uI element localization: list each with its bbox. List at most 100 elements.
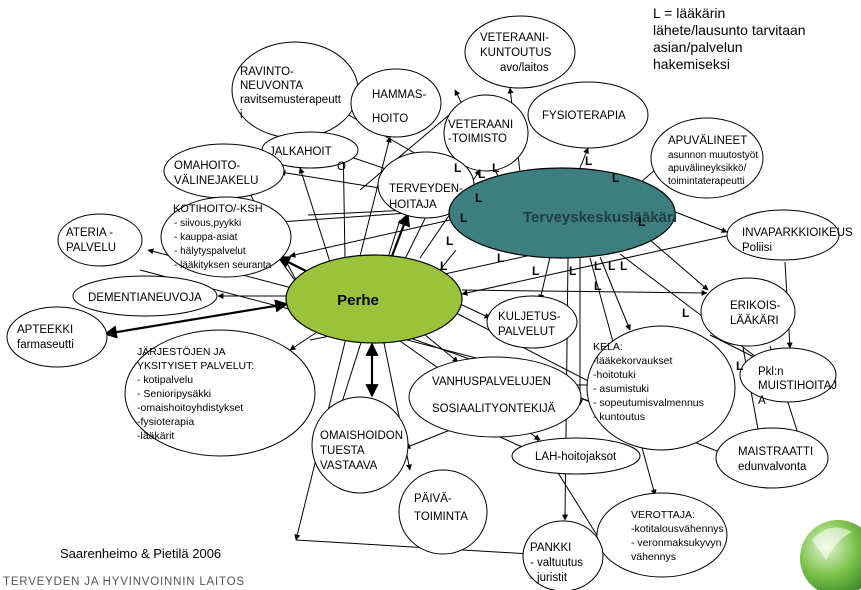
hub-perhe-label: Perhe xyxy=(337,292,379,309)
connector-arrow xyxy=(599,256,631,331)
connector-arrow xyxy=(423,333,459,363)
l-mark: L xyxy=(460,211,467,225)
node-ateriapalvelu: ATERIA -PALVELU xyxy=(57,213,143,267)
connector-arrow xyxy=(289,219,451,258)
node-verottaja-label: VEROTTAJA:-kotitalousvähennys- veronmaks… xyxy=(631,509,724,563)
node-terveydenhoitaja: TERVEYDEN-HOITAJA xyxy=(377,151,475,219)
l-mark: L xyxy=(682,306,689,320)
node-hammashoito-label: HAMMAS-HOITO xyxy=(372,89,426,125)
node-hammashoito: HAMMAS-HOITO xyxy=(350,68,442,138)
node-veteraanitoimisto: VETERAANI-TOIMISTO xyxy=(443,94,529,172)
l-mark: L xyxy=(532,264,539,278)
connector-arrow xyxy=(404,429,451,449)
node-omahoito: OMAHOITO-VÄLINEJAKELU xyxy=(163,143,285,199)
connector-arrow xyxy=(439,249,457,271)
legend: L = lääkärin lähete/lausunto tarvitaan a… xyxy=(653,5,853,73)
node-kela: KELA:-lääkekorvaukset-hoitotuki- asumist… xyxy=(586,325,736,451)
node-dementianeuvoja-label: DEMENTIANEUVOJA xyxy=(88,292,202,304)
node-kuljetuspalvelut-label: KULJETUS-PALVELUT xyxy=(498,311,561,338)
hub-terveyskeskuslaakari: Terveyskeskuslääkäri xyxy=(448,167,677,259)
node-fysioterapia: FYSIOTERAPIA xyxy=(527,81,649,149)
l-mark: L xyxy=(594,279,601,293)
node-veteraanitoimisto-label: VETERAANI-TOIMISTO xyxy=(448,119,513,145)
node-paivatoiminta-label: PÄIVÄ-TOIMINTA xyxy=(414,493,468,523)
l-mark: L xyxy=(608,259,615,273)
node-ateriapalvelu-label: ATERIA -PALVELU xyxy=(66,227,116,254)
l-mark: L xyxy=(497,251,504,265)
connector-arrow xyxy=(461,231,741,296)
l-mark: L xyxy=(612,171,619,185)
l-mark: L xyxy=(446,234,453,248)
node-kuljetuspalvelut: KULJETUS-PALVELUT xyxy=(486,295,578,349)
l-mark: L xyxy=(492,161,499,175)
node-pankki: PANKKI- valtuutus- juristit xyxy=(522,520,604,590)
l-mark: L xyxy=(475,191,482,205)
node-verottaja: VEROTTAJA:-kotitalousvähennys- veronmaks… xyxy=(596,492,728,578)
node-kela-label: KELA:-lääkekorvaukset-hoitotuki- asumist… xyxy=(593,341,704,423)
legend-line: L = lääkärin xyxy=(653,5,726,21)
l-mark: L xyxy=(569,264,576,278)
legend-line: hakemiseksi xyxy=(653,56,731,72)
node-omahoito-label: OMAHOITO-VÄLINEJAKELU xyxy=(174,160,258,187)
node-dementianeuvoja: DEMENTIANEUVOJA xyxy=(72,275,218,317)
l-mark: L xyxy=(594,259,601,273)
connector-arrow xyxy=(579,147,589,169)
connector-arrow xyxy=(669,209,728,233)
connector-arrow xyxy=(359,136,392,257)
l-mark: L xyxy=(454,161,461,175)
node-erikoislaakari-label: ERIKOIS-LÄÄKÄRI xyxy=(730,300,781,327)
node-jalkahoito-label: JALKAHOITO xyxy=(269,146,346,173)
l-mark: L xyxy=(585,154,592,168)
referral-l-marks: L L L L L L L L L L L L L L L L L L L xyxy=(440,154,743,373)
node-lah-label: LAH-hoitojaksot xyxy=(535,451,617,463)
connector-arrow xyxy=(359,109,456,191)
connector-arrow xyxy=(709,334,761,361)
node-kotihoito-label: KOTIHOITO/-KSH- siivous,pyykki- kauppa-a… xyxy=(173,203,272,271)
connector-arrow xyxy=(289,329,321,351)
l-mark: L xyxy=(440,259,447,273)
node-pankki-label: PANKKI- valtuutus- juristit xyxy=(530,542,583,584)
legend-line: lähete/lausunto tarvitaan xyxy=(653,22,806,38)
thl-logo-icon xyxy=(800,520,861,590)
connector-arrow xyxy=(455,312,597,386)
credit-text: Saarenheimo & Pietilä 2006 xyxy=(60,546,222,561)
l-mark: L xyxy=(620,259,627,273)
node-fysioterapia-label: FYSIOTERAPIA xyxy=(542,110,626,122)
node-lah: LAH-hoitojaksot xyxy=(511,437,641,475)
legend-line: asian/palvelun xyxy=(653,39,743,55)
node-paivatoiminta: PÄIVÄ-TOIMINTA xyxy=(398,469,488,555)
node-jalkahoito: JALKAHOITO xyxy=(261,131,359,173)
hub-perhe: Perhe xyxy=(285,254,463,344)
connector-arrow xyxy=(649,239,709,291)
node-erikoislaakari: ERIKOIS-LÄÄKÄRI xyxy=(700,277,796,347)
connector-arrow xyxy=(459,303,491,319)
l-mark: L xyxy=(638,215,645,229)
connector-arrow xyxy=(103,299,289,339)
node-terveydenhoitaja-label: TERVEYDEN-HOITAJA xyxy=(389,183,463,211)
l-mark: L xyxy=(478,167,485,181)
node-kotihoito: KOTIHOITO/-KSH- siivous,pyykki- kauppa-a… xyxy=(160,196,292,278)
connector-arrow xyxy=(538,256,551,301)
footer-org-name: TERVEYDEN JA HYVINVOINNIN LAITOS xyxy=(3,576,245,588)
l-mark: L xyxy=(736,359,743,373)
connector-arrow xyxy=(295,539,531,557)
